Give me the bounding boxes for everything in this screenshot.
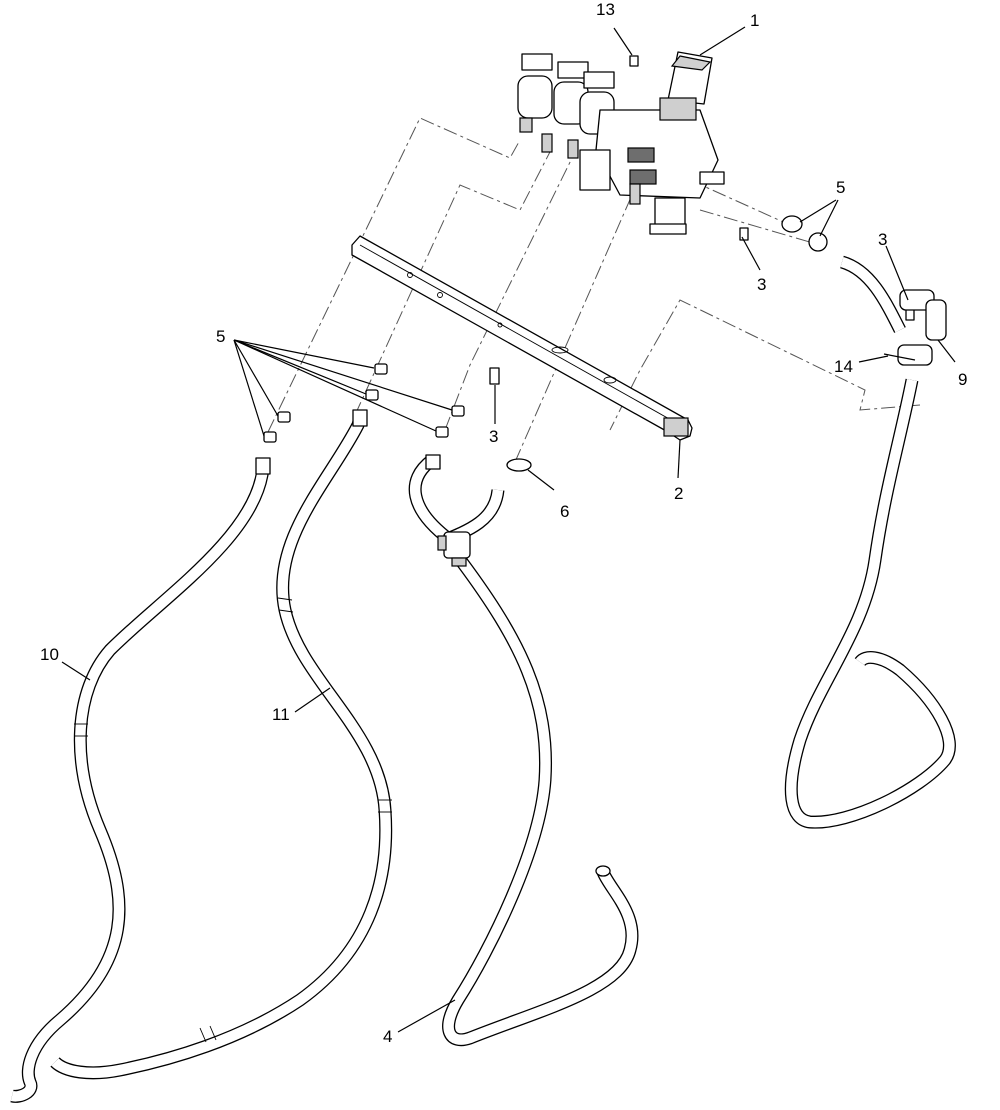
clamps-5-right (781, 215, 828, 252)
callout-6: 6 (560, 502, 569, 521)
callout-10: 10 (40, 645, 59, 664)
hose-9 (784, 255, 956, 829)
leader-lines (61, 26, 956, 1033)
hose-sleeve-marks (74, 597, 392, 1043)
fitting-6 (506, 458, 532, 472)
hose-11 (50, 416, 393, 1080)
phantom-lines (267, 117, 921, 463)
part-13 (629, 55, 639, 67)
callout-5-left: 5 (216, 327, 225, 346)
callout-4: 4 (383, 1027, 392, 1046)
callout-13: 13 (596, 0, 615, 19)
tie-14 (883, 353, 916, 361)
callout-11: 11 (272, 705, 290, 724)
callout-1: 1 (750, 11, 759, 30)
mounting-bar (351, 235, 693, 441)
hose-ends (255, 409, 611, 877)
callout-2: 2 (674, 484, 683, 503)
valve-assembly (517, 51, 725, 235)
callout-labels: 1 13 5 3 3 14 9 2 6 3 5 10 11 4 (40, 0, 967, 1046)
callout-5-right: 5 (836, 178, 845, 197)
hose-10 (10, 461, 271, 1103)
callout-3-right: 3 (878, 230, 887, 249)
clamps-5-left (263, 363, 465, 443)
callout-14: 14 (834, 357, 853, 376)
callout-3-top: 3 (757, 275, 766, 294)
callout-9: 9 (958, 370, 967, 389)
y-fitting (437, 531, 471, 567)
callout-3-mid: 3 (489, 427, 498, 446)
elbow-9 (897, 289, 947, 366)
